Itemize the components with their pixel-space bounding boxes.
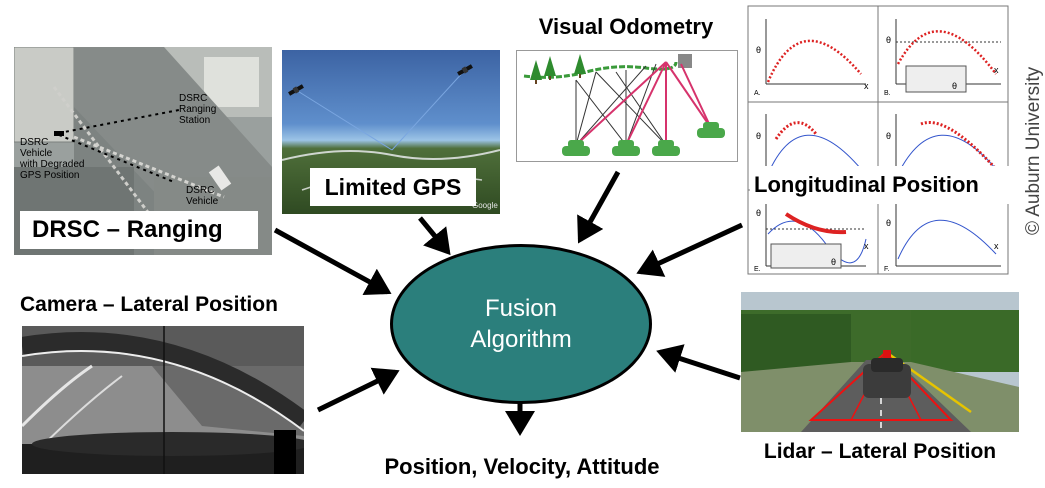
ranging-station-text-2: Ranging: [179, 104, 217, 115]
camera-panel: [22, 326, 304, 474]
vehicle-text-2: Vehicle: [186, 196, 219, 207]
fusion-algorithm-node: Fusion Algorithm: [390, 244, 652, 404]
theta-label: θ: [886, 218, 892, 228]
google-watermark: Google: [472, 201, 498, 210]
degraded-vehicle-text-2: Vehicle: [20, 148, 53, 159]
x-axis-label: x: [864, 241, 869, 251]
arrow-drsc: [273, 227, 392, 296]
lidar-road-image: [741, 292, 1019, 432]
drsc-ranging-label: DRSC – Ranging: [20, 211, 258, 249]
copyright-text: © Auburn University: [1023, 66, 1044, 235]
arrow-lidar: [656, 344, 741, 381]
theta-curve-grid: [747, 5, 1009, 275]
lidar-panel: [741, 292, 1019, 432]
camera-lateral-label: Camera – Lateral Position: [14, 285, 314, 325]
windshield-camera-image: [22, 326, 304, 474]
car-icon: [652, 140, 680, 156]
arrow-gps: [418, 216, 451, 256]
drsc-ranging-panel: DSRC Ranging Station DSRC Vehicle with D…: [14, 47, 272, 255]
ranging-station-text-3: Station: [179, 115, 211, 126]
x-axis-label: x: [864, 81, 869, 91]
car-icon: [863, 350, 911, 398]
arrow-visual-odometry: [577, 170, 621, 244]
longitudinal-position-label: Longitudinal Position: [750, 166, 1012, 204]
limited-gps-panel: Google Limited GPS: [282, 50, 500, 214]
lidar-lateral-label: Lidar – Lateral Position: [741, 432, 1019, 472]
satellite-icon: [457, 64, 473, 76]
car-icon: [612, 140, 640, 156]
vehicle-text-1: DSRC: [186, 185, 215, 196]
panel-letter-a: A.: [754, 90, 761, 97]
fusion-text-line2: Algorithm: [470, 326, 572, 353]
theta-label: θ: [886, 35, 892, 45]
ranging-station-text-1: DSRC: [179, 93, 208, 104]
arrow-camera: [316, 367, 400, 413]
theta-label: θ: [952, 81, 958, 91]
theta-label: θ: [756, 131, 762, 141]
tree-icon: [574, 54, 586, 78]
panel-letter-b: B.: [884, 90, 891, 97]
limited-gps-label: Limited GPS: [310, 168, 476, 206]
visual-odometry-label: Visual Odometry: [512, 10, 740, 44]
fusion-text-line1: Fusion: [484, 294, 558, 322]
tree-icon: [544, 56, 556, 80]
panel-letter-e: E.: [754, 266, 761, 273]
degraded-vehicle-text-3: with Degraded: [20, 159, 85, 170]
longitudinal-position-panel: A. B. C. D. E. F. θ θ θ θ θ θ θ θ x x x …: [746, 4, 1012, 278]
theta-label: θ: [756, 45, 762, 55]
satellite-icon: [288, 84, 304, 96]
tree-icon: [530, 60, 542, 84]
output-label: Position, Velocity, Attitude: [346, 449, 698, 485]
camera-icon: [678, 54, 692, 68]
x-axis-label: x: [994, 241, 999, 251]
car-icon: [562, 140, 590, 156]
degraded-vehicle-text-1: DSRC: [20, 137, 49, 148]
degraded-vehicle-text-4: GPS Position: [20, 170, 80, 181]
theta-label: θ: [831, 257, 837, 267]
car-icon: [697, 122, 725, 138]
theta-label: θ: [886, 131, 892, 141]
arrow-longitudinal: [636, 222, 744, 277]
panel-letter-f: F.: [884, 266, 890, 273]
x-axis-label: x: [994, 65, 999, 75]
theta-label: θ: [756, 208, 762, 218]
visual-odometry-diagram: [516, 50, 738, 162]
visual-odometry-panel: Visual Odometry: [512, 10, 740, 168]
